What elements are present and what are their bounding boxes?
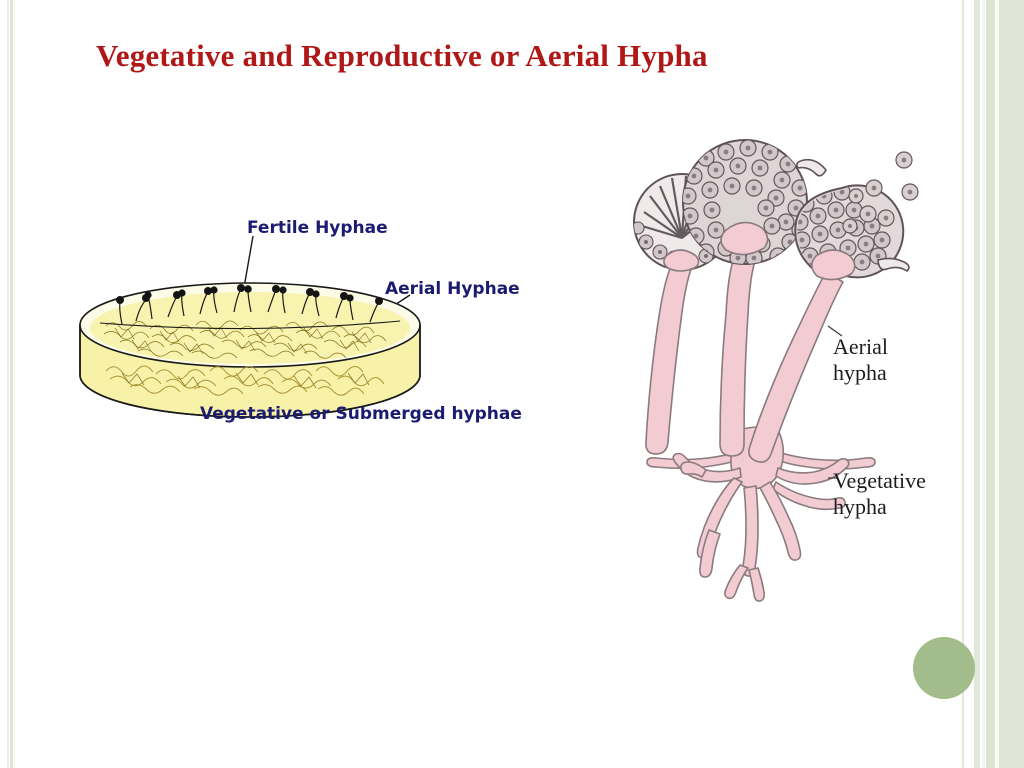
sporangium-heads bbox=[116, 284, 383, 305]
right-edge-stripe-3 bbox=[974, 0, 980, 768]
stalk-right bbox=[748, 271, 844, 463]
free-spores bbox=[842, 151, 919, 234]
aerial-hypha-figure bbox=[610, 130, 970, 610]
label-aerial-hypha: Aerial hypha bbox=[833, 334, 888, 385]
aerial-hypha-stalks bbox=[645, 257, 844, 463]
surface-mycelium-mat bbox=[103, 320, 387, 359]
petri-dish-svg bbox=[79, 235, 421, 418]
stalk-middle bbox=[719, 257, 757, 457]
petri-dish-figure bbox=[60, 195, 580, 445]
label-aerial-hyphae: Aerial Hyphae bbox=[385, 279, 520, 299]
label-vegetative-or-submerged-hyphae: Vegetative or Submerged hyphae bbox=[200, 404, 522, 424]
page-title: Vegetative and Reproductive or Aerial Hy… bbox=[96, 38, 708, 73]
sporangium-wall-flap-bottom bbox=[877, 257, 910, 273]
left-edge-stripe-3 bbox=[14, 0, 15, 768]
corner-accent-dot bbox=[913, 637, 975, 699]
right-edge-stripe-7 bbox=[999, 0, 1024, 768]
label-vegetative-hypha: Vegetative hypha bbox=[833, 468, 926, 519]
columella-foot-right bbox=[810, 249, 856, 281]
right-edge-stripe-6 bbox=[996, 0, 998, 768]
label-fertile-hyphae: Fertile Hyphae bbox=[247, 218, 388, 238]
agar-surface-line bbox=[99, 320, 401, 330]
left-edge-stripe-1 bbox=[7, 0, 9, 768]
leader-line-aerial-hypha bbox=[827, 325, 843, 337]
left-edge-stripe-2 bbox=[10, 0, 13, 768]
right-edge-stripe-2 bbox=[968, 0, 972, 768]
right-edge-stripe-5 bbox=[986, 0, 995, 768]
right-edge-stripe-4 bbox=[982, 0, 985, 768]
right-edge-stripe-1 bbox=[962, 0, 964, 768]
petri-dish-outline bbox=[79, 325, 421, 418]
aerial-hypha-svg bbox=[633, 139, 919, 602]
stalk-left bbox=[645, 259, 695, 455]
columella-foot-left bbox=[663, 249, 700, 272]
columella-foot-middle bbox=[720, 221, 769, 256]
sporangium-wall-flap-top bbox=[796, 158, 827, 177]
submerged-hyphae-group bbox=[105, 365, 385, 396]
